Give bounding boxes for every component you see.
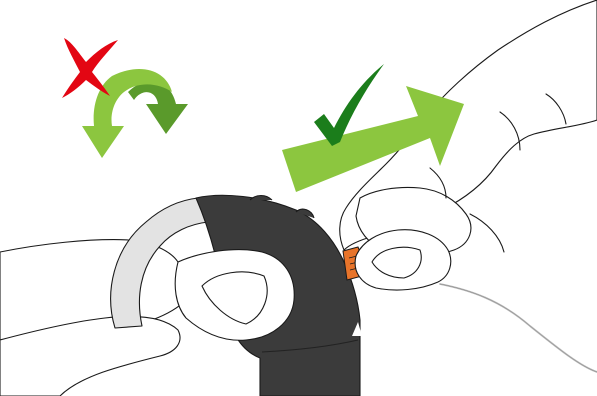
left-hand-thumb — [175, 250, 294, 341]
coil-cable — [440, 284, 597, 372]
right-hand-finger-line — [470, 214, 504, 252]
left-hand-back — [0, 240, 186, 396]
processor-top-button-1 — [250, 196, 272, 201]
rotate-arrow-dark — [128, 81, 188, 134]
